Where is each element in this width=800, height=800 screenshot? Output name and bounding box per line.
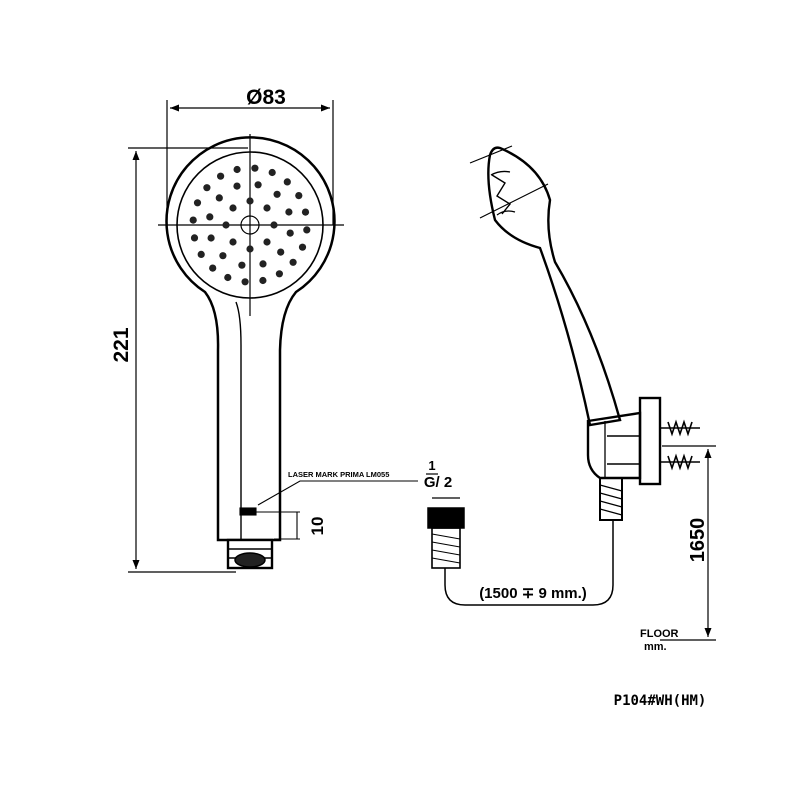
length-label: 221 bbox=[110, 327, 133, 362]
thread-numerator: 1 bbox=[428, 458, 435, 473]
diameter-label: Ø83 bbox=[246, 86, 286, 109]
spray-hole bbox=[273, 190, 281, 198]
spray-hole bbox=[270, 221, 278, 229]
spray-hole bbox=[285, 208, 293, 216]
spray-hole bbox=[229, 204, 237, 212]
spray-hole bbox=[254, 181, 262, 189]
spray-hole bbox=[209, 264, 217, 272]
spray-hole bbox=[263, 204, 271, 212]
spray-hole bbox=[263, 238, 271, 246]
spray-holes bbox=[189, 164, 311, 286]
laser-mark-leader bbox=[239, 480, 418, 540]
spray-hole bbox=[295, 192, 303, 200]
spray-hole bbox=[301, 208, 310, 216]
height-dimension bbox=[660, 445, 716, 641]
spray-hole bbox=[206, 213, 214, 221]
spray-hole bbox=[229, 238, 237, 246]
spray-hole bbox=[246, 197, 254, 205]
spray-hole bbox=[217, 172, 225, 180]
spray-hole bbox=[224, 273, 232, 282]
spray-hole bbox=[190, 234, 199, 242]
spray-hole bbox=[238, 261, 246, 269]
spray-hole bbox=[259, 276, 267, 285]
spray-hole bbox=[241, 278, 249, 286]
spray-hole bbox=[207, 234, 215, 242]
handle-inner-line bbox=[235, 301, 242, 540]
spray-hole bbox=[251, 164, 259, 172]
hose bbox=[444, 520, 614, 606]
spray-hole bbox=[259, 260, 267, 268]
spray-hole bbox=[233, 182, 241, 190]
floor-unit-label: mm. bbox=[644, 641, 667, 653]
spray-hole bbox=[283, 178, 291, 186]
height-label: 1650 bbox=[687, 518, 709, 563]
side-view bbox=[427, 145, 700, 606]
floor-label: FLOOR bbox=[640, 628, 679, 640]
spray-hole bbox=[233, 165, 241, 174]
spray-hole bbox=[246, 245, 254, 253]
spray-hole bbox=[298, 243, 307, 251]
spray-hole bbox=[277, 248, 285, 256]
tip-dimension-label: 10 bbox=[308, 517, 327, 536]
hose-nut bbox=[427, 507, 465, 529]
length-dimension bbox=[128, 147, 248, 573]
wall-plate bbox=[638, 396, 662, 486]
thread-denominator: G/ 2 bbox=[424, 474, 452, 491]
spray-hole bbox=[289, 258, 297, 266]
spray-hole bbox=[219, 252, 227, 260]
laser-mark-label: LASER MARK PRIMA LM055 bbox=[288, 470, 389, 479]
spray-hole bbox=[275, 270, 283, 278]
front-view bbox=[158, 134, 344, 570]
wall-screws bbox=[607, 419, 700, 471]
spray-hole bbox=[203, 184, 211, 192]
spray-hole bbox=[303, 226, 311, 234]
wall-bracket bbox=[586, 411, 642, 480]
spray-hole bbox=[189, 216, 197, 224]
spray-hole bbox=[286, 229, 294, 237]
spray-hole bbox=[215, 194, 223, 202]
diameter-dimension bbox=[166, 100, 334, 225]
product-code: P104#WH(HM) bbox=[614, 693, 707, 709]
spray-hole bbox=[222, 221, 230, 229]
spray-hole bbox=[193, 199, 202, 207]
spray-hole bbox=[197, 250, 205, 258]
spray-hole bbox=[268, 168, 276, 177]
hose-length-label: (1500 ∓ 9 mm.) bbox=[479, 585, 587, 602]
handset-side-outline bbox=[487, 146, 622, 427]
